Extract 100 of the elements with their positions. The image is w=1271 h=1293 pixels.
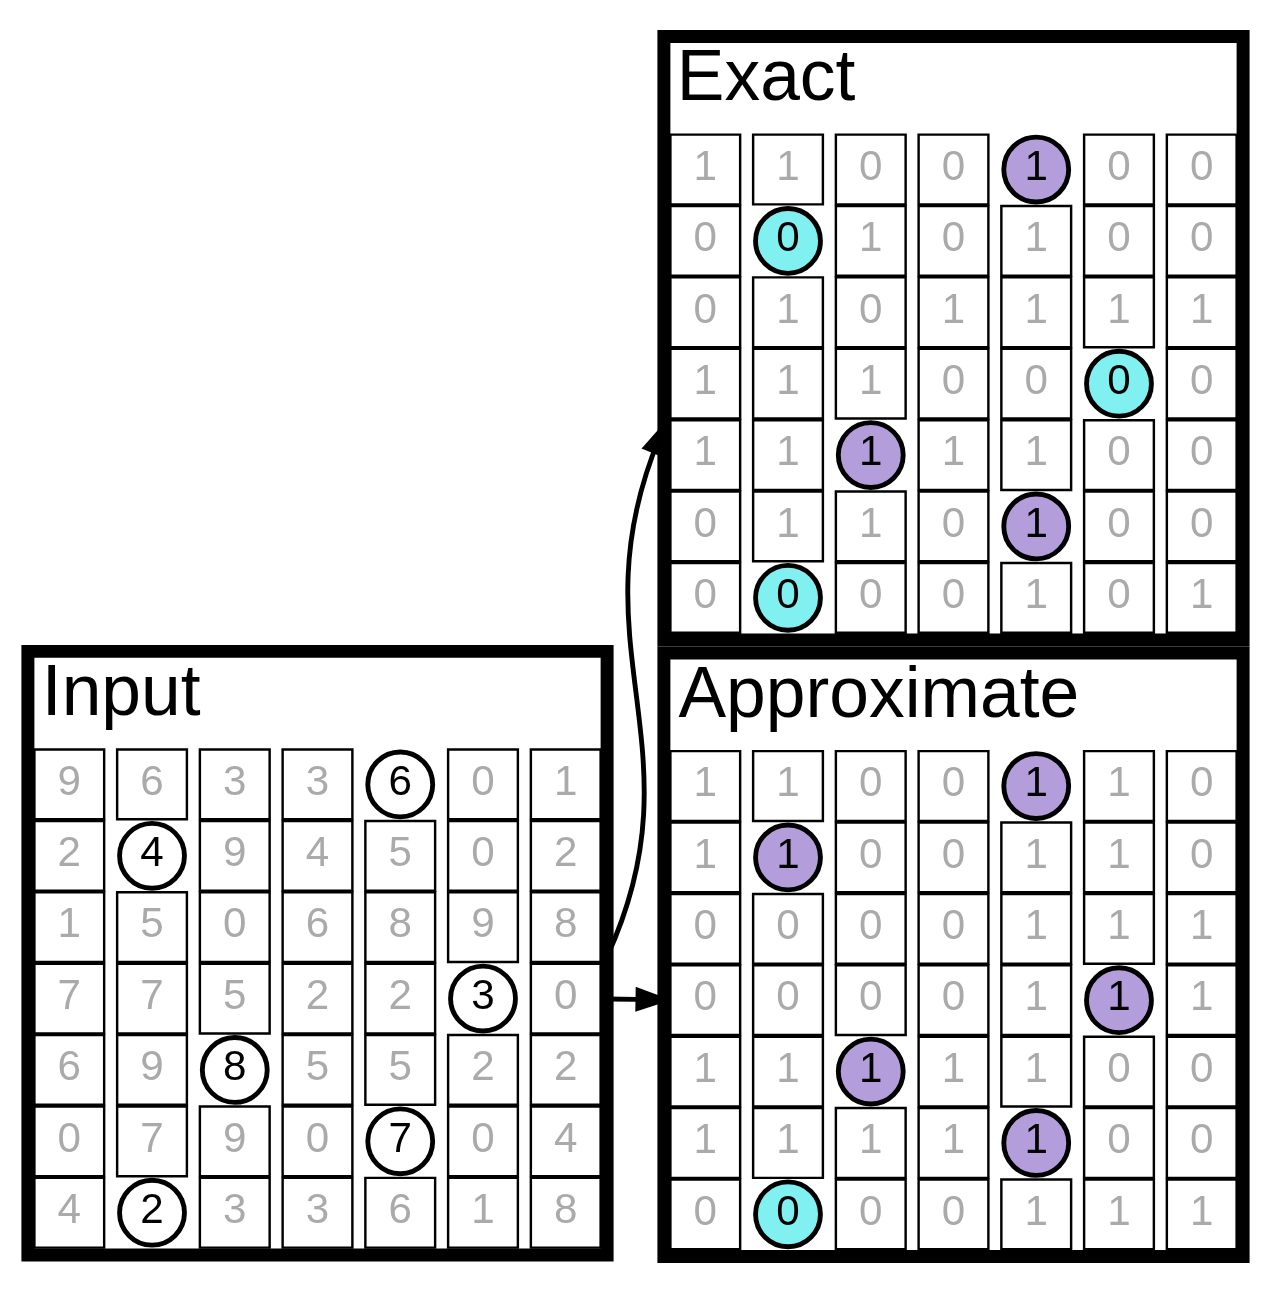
node-box: 6 bbox=[115, 748, 189, 821]
node-box: 9 bbox=[198, 819, 271, 892]
node-box: 1 bbox=[917, 418, 990, 492]
node-box: 9 bbox=[446, 891, 520, 964]
node-box: 1 bbox=[751, 418, 825, 492]
node-box: 1 bbox=[1082, 821, 1156, 894]
node-box: 2 bbox=[281, 962, 354, 1035]
node-box: 1 bbox=[751, 347, 825, 420]
node-circle: 3 bbox=[448, 963, 518, 1034]
node-box: 1 bbox=[1082, 892, 1156, 965]
node-box: 1 bbox=[529, 748, 602, 821]
node-circle: 4 bbox=[117, 820, 187, 891]
node-box: 3 bbox=[281, 748, 354, 821]
node-circle: 6 bbox=[365, 749, 436, 820]
node-box: 1 bbox=[1082, 1178, 1156, 1251]
node-box: 0 bbox=[917, 1178, 990, 1251]
node-box: 1 bbox=[751, 1035, 825, 1108]
node-box: 1 bbox=[669, 749, 742, 823]
node-box: 1 bbox=[669, 821, 742, 894]
node-box: 4 bbox=[281, 819, 354, 892]
node-box: 4 bbox=[529, 1105, 602, 1178]
node-box: 0 bbox=[669, 964, 742, 1037]
node-box: 0 bbox=[1165, 1106, 1238, 1180]
node-box: 1 bbox=[917, 1106, 990, 1180]
node-box: 9 bbox=[33, 748, 106, 821]
node-box: 0 bbox=[669, 490, 742, 563]
node-box: 0 bbox=[834, 892, 907, 965]
node-box: 1 bbox=[33, 891, 106, 964]
node-box: 0 bbox=[1165, 347, 1238, 420]
node-box: 0 bbox=[1082, 133, 1156, 206]
node-box: 0 bbox=[669, 276, 742, 349]
node-box: 0 bbox=[281, 1105, 354, 1178]
node-box: 0 bbox=[1165, 749, 1238, 823]
node-box: 0 bbox=[917, 204, 990, 277]
node-box: 1 bbox=[1165, 892, 1238, 965]
node-box: 0 bbox=[1165, 1035, 1238, 1108]
node-box: 5 bbox=[364, 819, 437, 892]
node-box: 8 bbox=[364, 891, 437, 964]
node-circle: 1 bbox=[1001, 751, 1072, 821]
node-box: 0 bbox=[669, 892, 742, 965]
node-box: 0 bbox=[751, 964, 825, 1037]
node-box: 5 bbox=[281, 1033, 354, 1107]
node-box: 0 bbox=[446, 819, 520, 892]
node-circle: 1 bbox=[1001, 491, 1072, 562]
node-box: 8 bbox=[529, 891, 602, 964]
node-box: 1 bbox=[1165, 1178, 1238, 1251]
node-box: 3 bbox=[198, 748, 271, 821]
node-box: 0 bbox=[1082, 490, 1156, 563]
node-box: 5 bbox=[115, 891, 189, 964]
node-box: 7 bbox=[33, 962, 106, 1035]
node-box: 0 bbox=[1165, 821, 1238, 894]
node-box: 0 bbox=[834, 276, 907, 349]
node-box: 1 bbox=[1000, 1035, 1073, 1108]
node-box: 6 bbox=[33, 1033, 106, 1107]
node-box: 0 bbox=[669, 561, 742, 634]
node-box: 0 bbox=[917, 490, 990, 563]
node-box: 6 bbox=[364, 1176, 437, 1249]
node-box: 1 bbox=[834, 347, 907, 420]
node-box: 0 bbox=[917, 892, 990, 965]
node-circle: 7 bbox=[365, 1106, 436, 1177]
node-box: 0 bbox=[1165, 204, 1238, 277]
node-box: 1 bbox=[751, 133, 825, 206]
node-box: 7 bbox=[115, 962, 189, 1035]
node-box: 0 bbox=[834, 133, 907, 206]
node-box: 1 bbox=[1165, 276, 1238, 349]
node-circle: 0 bbox=[753, 562, 823, 633]
node-box: 3 bbox=[281, 1176, 354, 1249]
node-circle: 0 bbox=[753, 1179, 823, 1250]
node-box: 1 bbox=[917, 276, 990, 349]
node-box: 2 bbox=[364, 962, 437, 1035]
node-box: 1 bbox=[1000, 964, 1073, 1037]
node-box: 0 bbox=[669, 1178, 742, 1251]
node-box: 0 bbox=[198, 891, 271, 964]
node-box: 1 bbox=[669, 1106, 742, 1180]
node-box: 0 bbox=[917, 821, 990, 894]
node-box: 1 bbox=[1082, 276, 1156, 349]
node-box: 6 bbox=[281, 891, 354, 964]
node-box: 0 bbox=[751, 892, 825, 965]
node-box: 1 bbox=[669, 418, 742, 492]
node-box: 2 bbox=[529, 1033, 602, 1107]
node-box: 2 bbox=[446, 1033, 520, 1107]
node-box: 0 bbox=[1165, 418, 1238, 492]
node-box: 1 bbox=[1000, 1178, 1073, 1251]
node-box: 0 bbox=[1082, 1106, 1156, 1180]
node-box: 0 bbox=[446, 748, 520, 821]
node-box: 5 bbox=[198, 962, 271, 1035]
node-box: 0 bbox=[446, 1105, 520, 1178]
node-box: 1 bbox=[1165, 964, 1238, 1037]
node-box: 0 bbox=[917, 964, 990, 1037]
node-box: 0 bbox=[1165, 133, 1238, 206]
node-circle: 1 bbox=[1084, 965, 1154, 1036]
node-box: 1 bbox=[1082, 749, 1156, 823]
node-box: 1 bbox=[446, 1176, 520, 1249]
node-box: 4 bbox=[33, 1176, 106, 1249]
node-box: 0 bbox=[1082, 1035, 1156, 1108]
node-box: 9 bbox=[115, 1033, 189, 1107]
node-box: 0 bbox=[1082, 561, 1156, 634]
node-box: 2 bbox=[529, 819, 602, 892]
node-box: 1 bbox=[1000, 821, 1073, 894]
node-box: 1 bbox=[751, 1106, 825, 1180]
